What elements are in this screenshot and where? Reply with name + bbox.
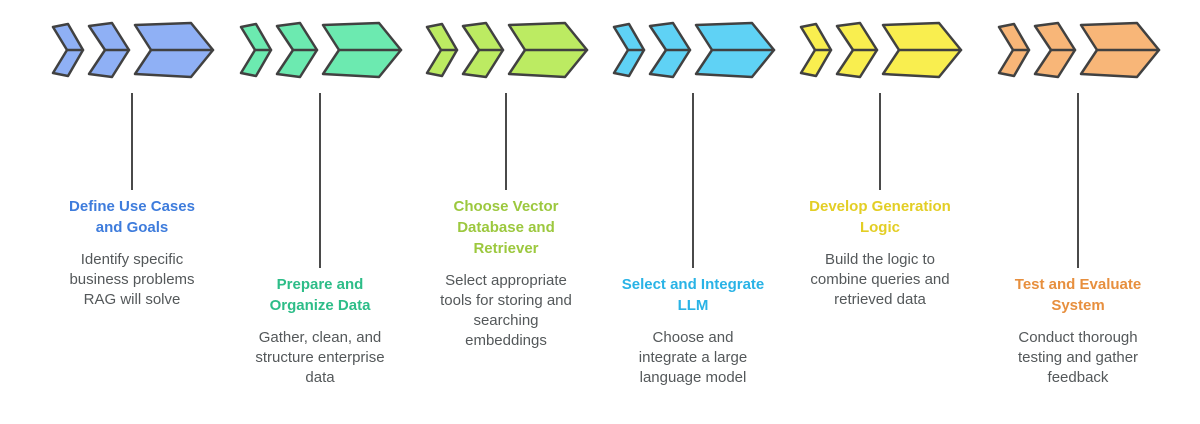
connector-line [692,93,694,268]
step-description: Build the logic to combine queries and r… [810,251,950,308]
step-title: Test and Evaluate System [1014,276,1142,314]
step-description: Choose and integrate a large language mo… [638,329,748,386]
step-prepare-data: Prepare and Organize Data Gather, clean,… [225,0,415,388]
chevron-arrows-icon [612,21,776,79]
chevron-arrows-icon [425,21,589,79]
step-choose-vector-db: Choose Vector Database and Retriever Sel… [411,0,601,351]
step-description: Gather, clean, and structure enterprise … [255,329,385,386]
step-define-use-cases: Define Use Cases and Goals Identify spec… [37,0,227,310]
step-description: Select appropriate tools for storing and… [440,272,572,349]
step-title: Develop Generation Logic [809,198,951,236]
connector-line [1077,93,1079,268]
step-develop-generation-logic: Develop Generation Logic Build the logic… [785,0,975,310]
connector-line [319,93,321,268]
chevron-arrows-icon [51,21,215,79]
chevron-arrows-icon [239,21,403,79]
step-description: Conduct thorough testing and gather feed… [1017,329,1139,386]
step-select-llm: Select and Integrate LLM Choose and inte… [598,0,788,388]
step-description: Identify specific business problems RAG … [69,251,195,308]
step-test-evaluate: Test and Evaluate System Conduct thoroug… [983,0,1173,388]
step-title: Define Use Cases and Goals [69,198,195,236]
step-title: Choose Vector Database and Retriever [453,198,559,257]
step-title: Prepare and Organize Data [269,276,371,314]
chevron-arrows-icon [799,21,963,79]
chevron-arrows-icon [997,21,1161,79]
connector-line [879,93,881,190]
connector-line [131,93,133,190]
connector-line [505,93,507,190]
step-title: Select and Integrate LLM [621,276,765,314]
